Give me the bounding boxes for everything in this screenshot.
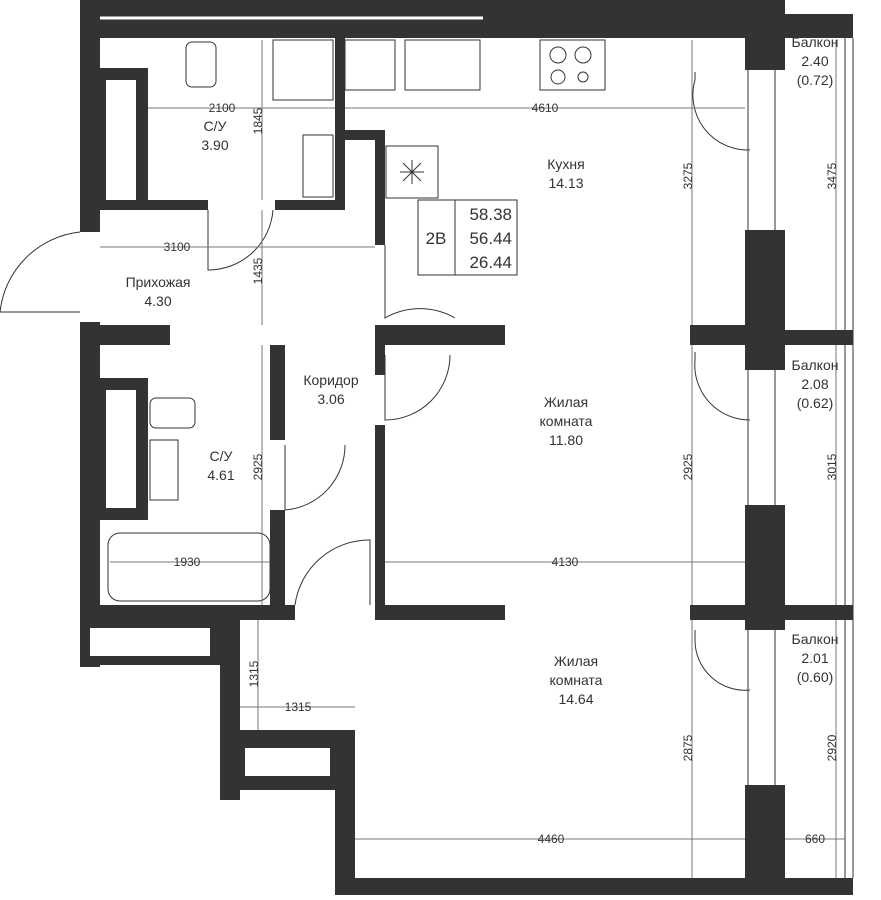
doors bbox=[0, 70, 776, 785]
dim-4130: 4130 bbox=[552, 555, 579, 569]
dim-1315-v: 1315 bbox=[247, 660, 261, 687]
balcony1-reduced: (0.72) bbox=[797, 72, 834, 88]
balcony3-area: 2.01 bbox=[801, 650, 828, 666]
dim-2100: 2100 bbox=[209, 101, 236, 115]
apartment-summary: 2В 58.38 56.44 26.44 bbox=[417, 199, 518, 276]
dim-4610: 4610 bbox=[532, 101, 559, 115]
living-area: 26.44 bbox=[469, 253, 512, 272]
room2-area: 14.64 bbox=[558, 691, 593, 707]
room2-name: Жилая bbox=[554, 653, 598, 669]
dim-1315-h: 1315 bbox=[285, 700, 312, 714]
hall-name: Прихожая bbox=[126, 274, 191, 290]
corridor-name: Коридор bbox=[303, 372, 359, 388]
dimension-labels: 2100 1845 4610 3275 3475 3100 1435 2925 … bbox=[164, 101, 839, 846]
dim-2925-room: 2925 bbox=[681, 453, 695, 480]
dim-3015: 3015 bbox=[825, 453, 839, 480]
apartment-type: 2В bbox=[426, 229, 447, 248]
bath2-area: 4.61 bbox=[207, 467, 234, 483]
balcony2-reduced: (0.62) bbox=[797, 395, 834, 411]
room1-name2: комната bbox=[540, 413, 593, 429]
dim-1845: 1845 bbox=[251, 107, 265, 134]
living-total-area: 56.44 bbox=[469, 229, 512, 248]
balcony1-area: 2.40 bbox=[801, 53, 828, 69]
dim-2875: 2875 bbox=[681, 734, 695, 761]
kitchen-area: 14.13 bbox=[548, 175, 583, 191]
dim-660: 660 bbox=[805, 832, 825, 846]
dim-1435: 1435 bbox=[251, 257, 265, 284]
dimension-lines bbox=[100, 40, 845, 878]
balcony3-reduced: (0.60) bbox=[797, 669, 834, 685]
dim-3475: 3475 bbox=[825, 162, 839, 189]
kitchen-name: Кухня bbox=[547, 156, 584, 172]
dim-3275: 3275 bbox=[681, 162, 695, 189]
walls bbox=[80, 0, 785, 895]
dim-4460: 4460 bbox=[538, 832, 565, 846]
corridor-area: 3.06 bbox=[317, 391, 344, 407]
bath1-area: 3.90 bbox=[201, 137, 228, 153]
balcony3-name: Балкон bbox=[792, 631, 839, 647]
bath2-name: С/У bbox=[210, 448, 233, 464]
hall-area: 4.30 bbox=[144, 293, 171, 309]
room2-name2: комната bbox=[550, 672, 603, 688]
dim-3100: 3100 bbox=[164, 240, 191, 254]
balconies bbox=[785, 14, 854, 895]
dim-2920: 2920 bbox=[825, 734, 839, 761]
room1-name: Жилая bbox=[544, 394, 588, 410]
total-area: 58.38 bbox=[469, 205, 512, 224]
room1-area: 11.80 bbox=[549, 432, 583, 448]
balcony2-name: Балкон bbox=[792, 357, 839, 373]
dim-2925-bath: 2925 bbox=[251, 453, 265, 480]
dim-1930: 1930 bbox=[174, 555, 201, 569]
balcony1-name: Балкон bbox=[792, 34, 839, 50]
fixtures bbox=[107, 39, 606, 602]
bath1-name: С/У bbox=[204, 118, 227, 134]
room-labels: С/У 3.90 Кухня 14.13 Прихожая 4.30 Корид… bbox=[126, 34, 839, 707]
balcony2-area: 2.08 bbox=[801, 376, 828, 392]
